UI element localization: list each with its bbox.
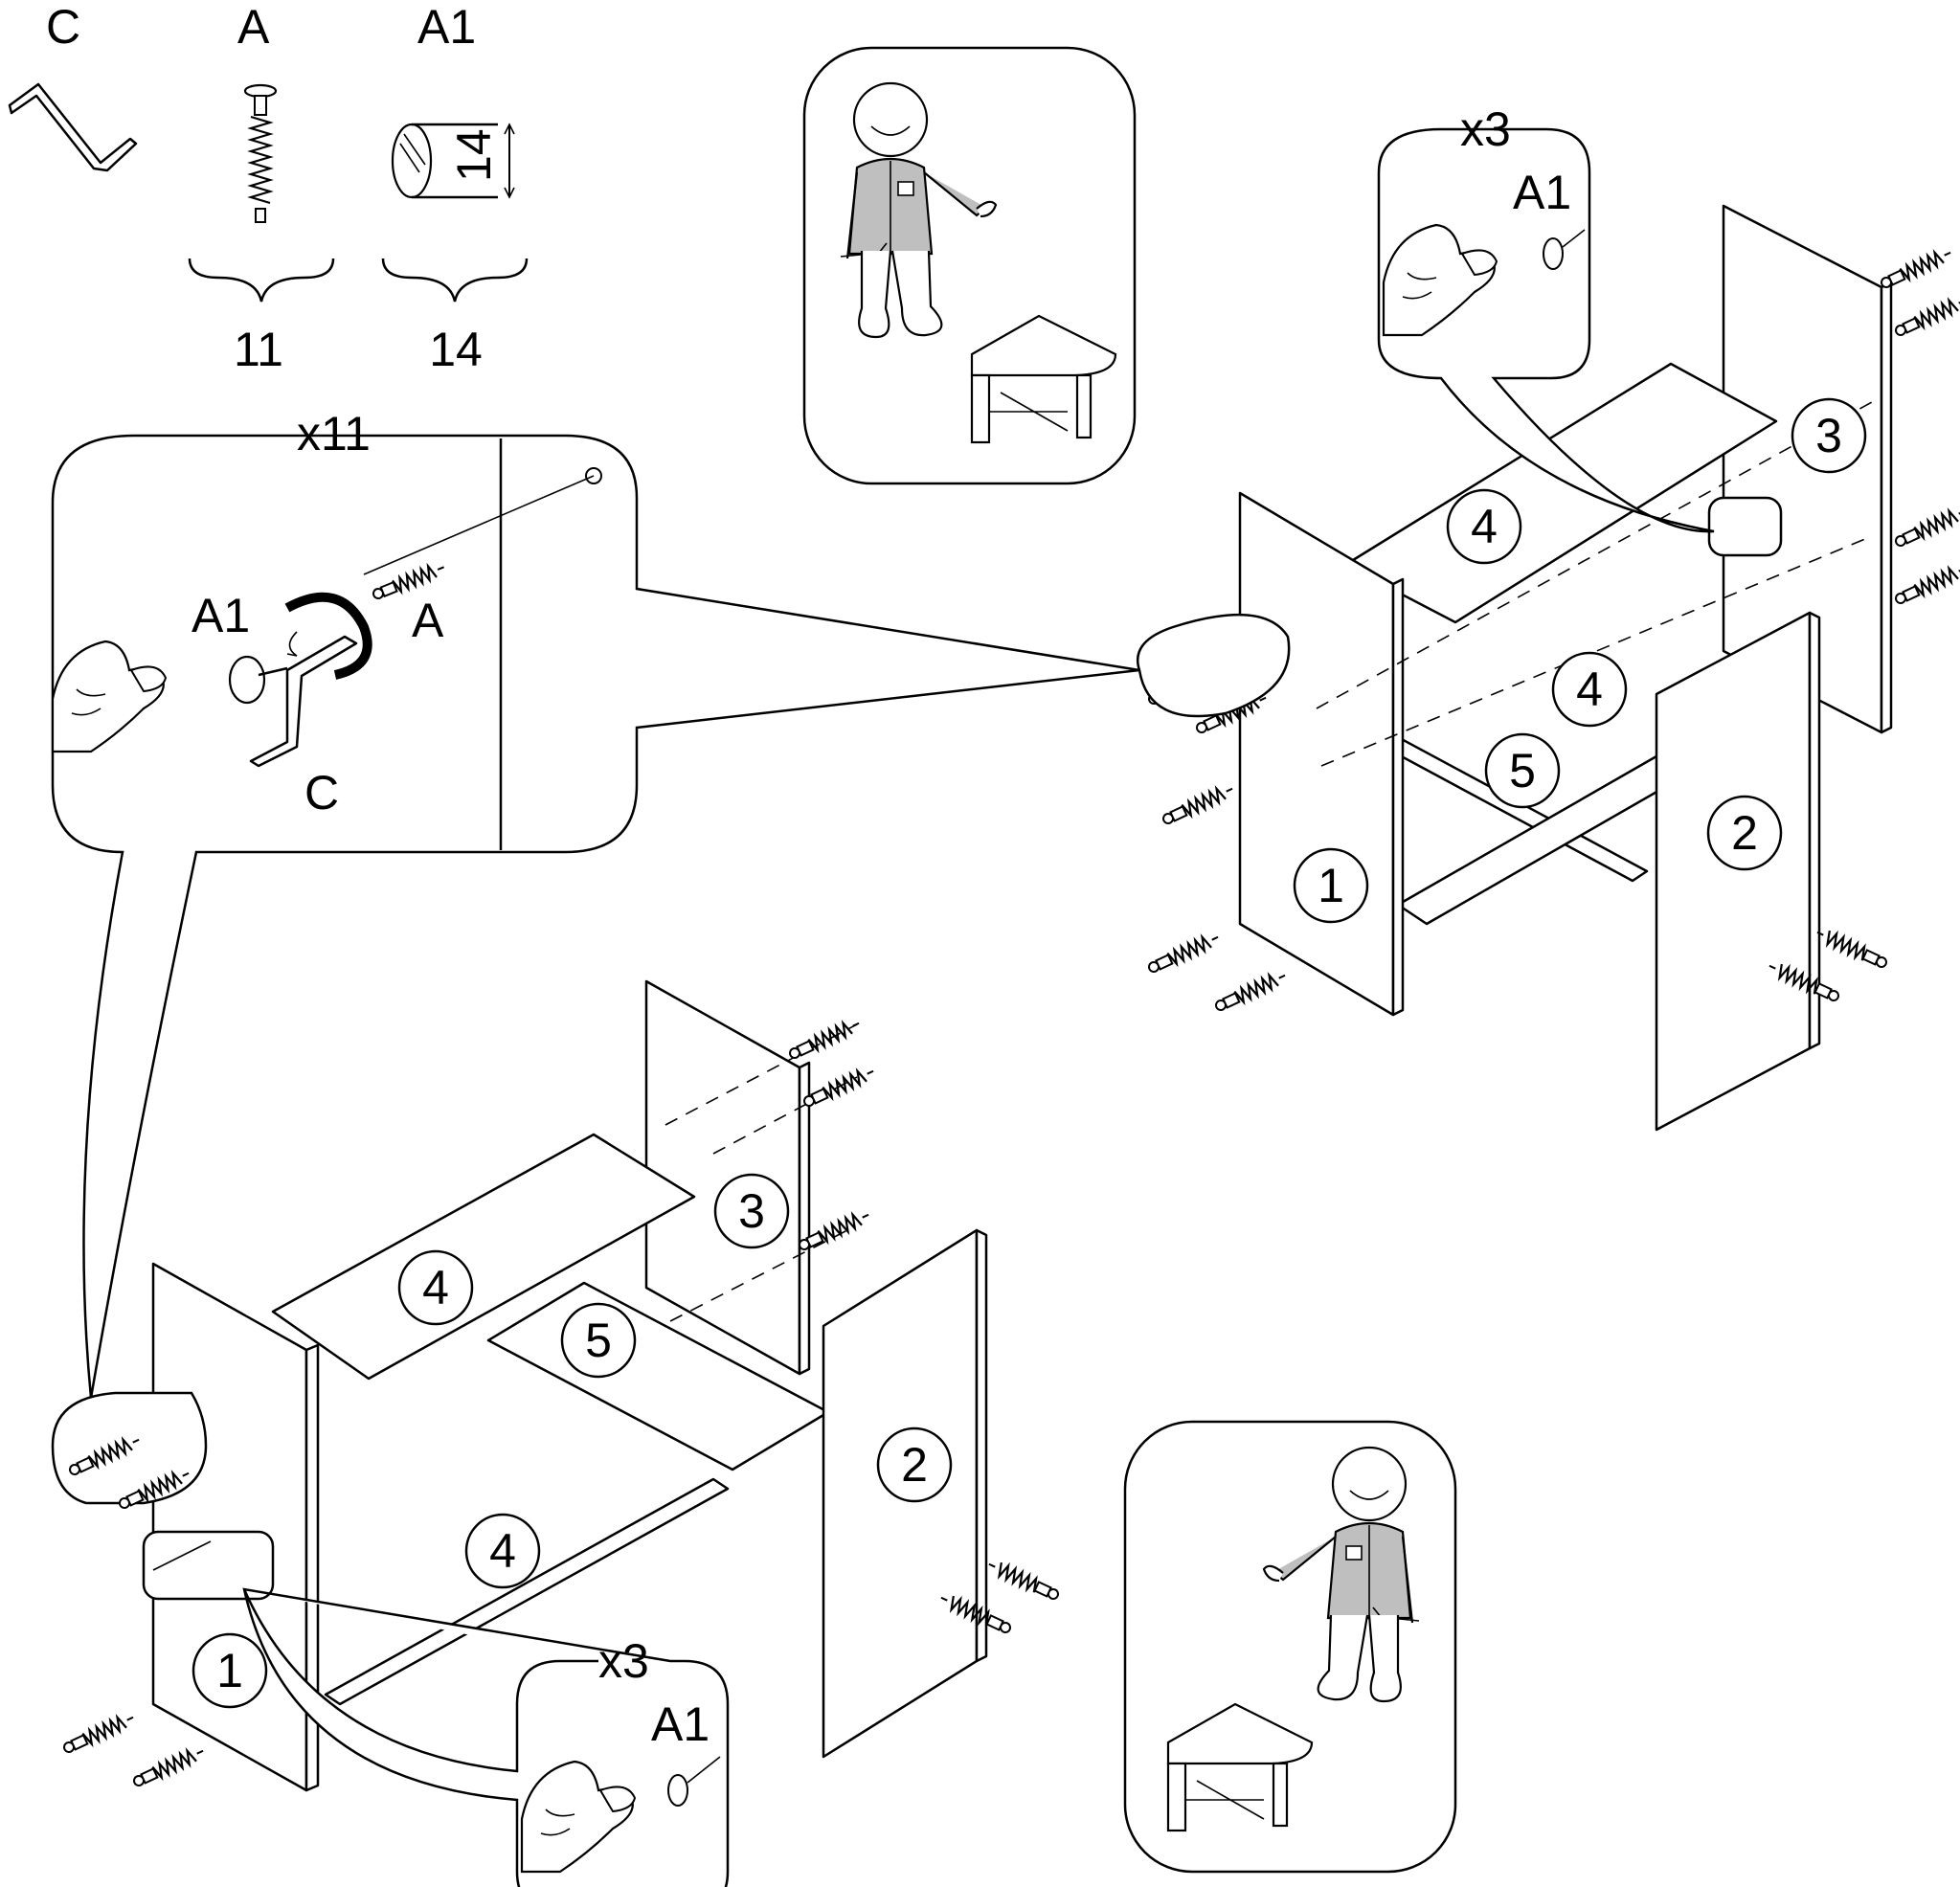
detail-label-c: C <box>304 766 339 820</box>
assembly-bottom: 3 4 5 4 1 2 <box>51 979 1062 1792</box>
part-code-a1: A1 <box>417 0 476 54</box>
label-top-5: 5 <box>1484 732 1561 809</box>
label-top-4a: 4 <box>1446 488 1522 565</box>
label-bottom-2: 2 <box>876 1426 953 1503</box>
cap-callout-bottom-label: A1 <box>651 1697 710 1751</box>
svg-text:5: 5 <box>1509 744 1536 797</box>
detail-multiplier: x11 <box>297 407 371 461</box>
cap-callout-top-label: A1 <box>1513 166 1571 219</box>
parts-legend: C A A1 14 11 14 <box>8 0 529 376</box>
cap-callout-bottom: x3 A1 <box>242 1587 730 1887</box>
screw-icon <box>243 83 278 223</box>
label-bottom-4a: 4 <box>397 1249 474 1326</box>
svg-text:3: 3 <box>1815 409 1842 462</box>
svg-text:4: 4 <box>1471 500 1498 553</box>
svg-text:1: 1 <box>1318 859 1344 912</box>
svg-text:2: 2 <box>901 1438 928 1492</box>
detail-callout: x11 A1 A C <box>51 407 1140 1399</box>
worker-box-top <box>802 46 1137 485</box>
svg-text:4: 4 <box>422 1261 449 1314</box>
cap-callout-top-multiplier: x3 <box>1460 102 1511 156</box>
detail-label-a: A <box>412 594 444 647</box>
cap-callout-top: x3 A1 <box>1377 102 1715 533</box>
screw-quantity: 11 <box>234 323 283 376</box>
assembly-top: 3 4 4 5 1 2 <box>1137 204 1960 1132</box>
brace-cap <box>381 258 529 303</box>
cap-size-label: 14 <box>447 128 501 182</box>
label-top-1: 1 <box>1293 847 1369 924</box>
cap-callout-bottom-multiplier: x3 <box>598 1634 649 1688</box>
svg-text:3: 3 <box>738 1184 765 1238</box>
label-top-4b: 4 <box>1551 651 1628 728</box>
label-top-3: 3 <box>1791 397 1867 474</box>
part-code-c: C <box>46 0 80 54</box>
label-bottom-3: 3 <box>713 1173 790 1249</box>
cap-icon: 14 <box>391 123 515 199</box>
svg-text:4: 4 <box>1576 663 1603 716</box>
cap-a1-detail <box>228 655 288 705</box>
svg-text:5: 5 <box>585 1314 612 1367</box>
label-top-2: 2 <box>1706 795 1783 871</box>
worker-box-bottom <box>1123 1420 1457 1874</box>
detail-label-a1: A1 <box>191 589 250 642</box>
label-bottom-5: 5 <box>560 1302 637 1379</box>
part-code-a: A <box>237 0 270 54</box>
cap-quantity: 14 <box>429 323 483 376</box>
label-bottom-1: 1 <box>191 1632 268 1709</box>
brace-screw <box>188 258 335 303</box>
svg-text:1: 1 <box>216 1644 243 1697</box>
svg-text:2: 2 <box>1731 806 1758 860</box>
svg-text:4: 4 <box>489 1524 516 1578</box>
hex-key-detail <box>249 635 358 768</box>
hex-key-icon <box>8 82 138 172</box>
label-bottom-4b: 4 <box>464 1513 541 1589</box>
